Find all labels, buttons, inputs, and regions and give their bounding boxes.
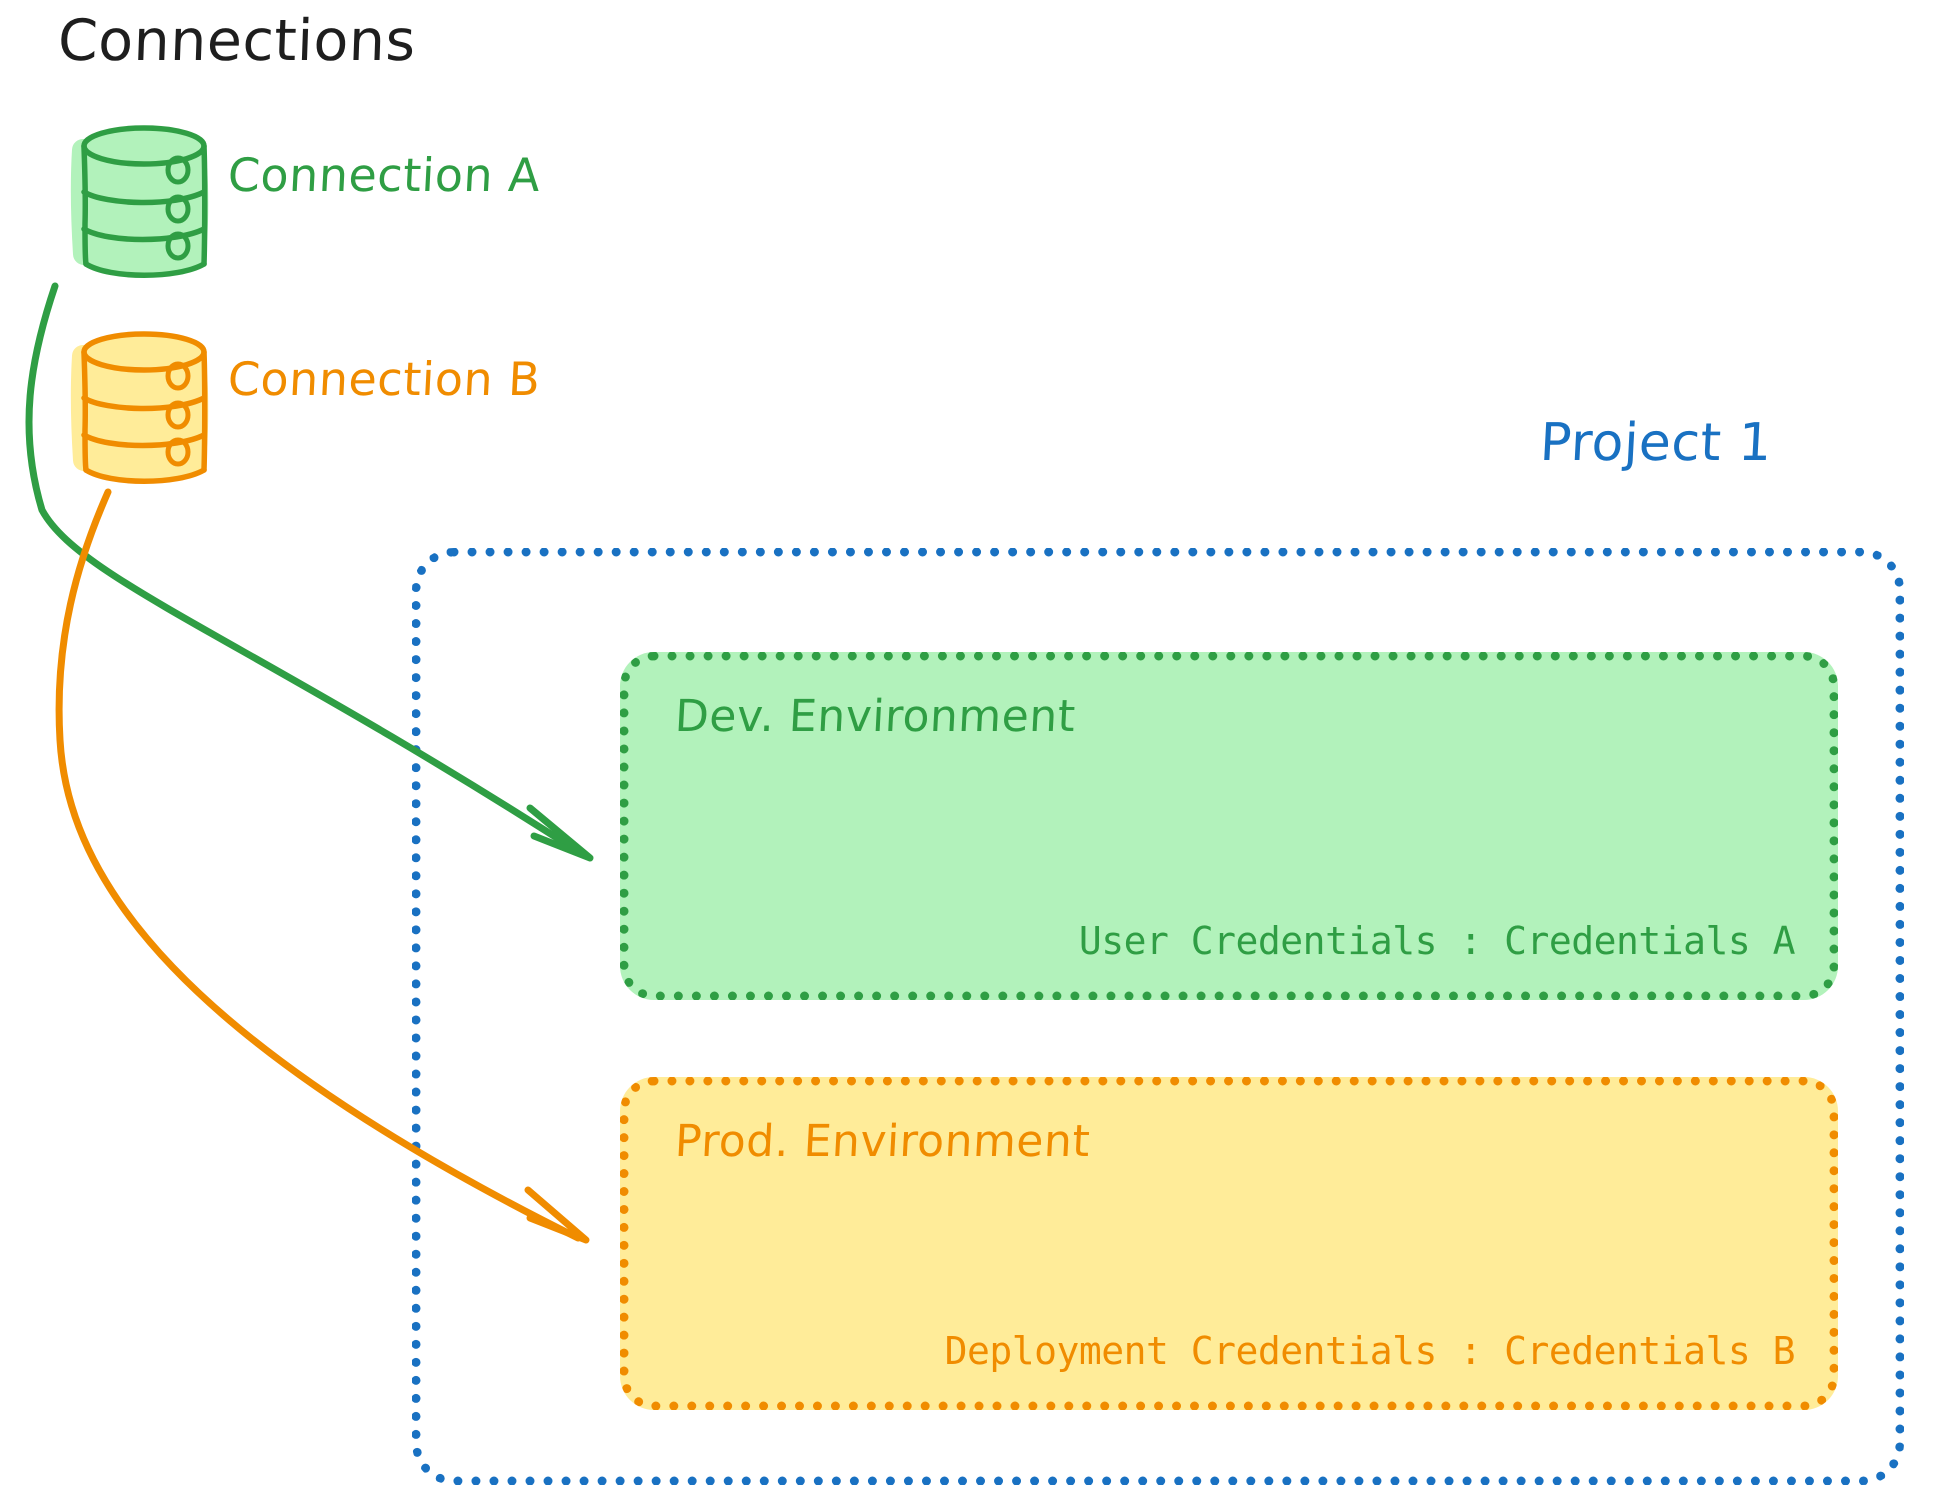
prod-environment-box[interactable]: Prod. Environment Deployment Credentials… — [620, 1077, 1838, 1410]
prod-environment-title: Prod. Environment — [673, 1116, 1092, 1167]
prod-environment-credentials: Deployment Credentials : Credentials B — [944, 1329, 1796, 1373]
dev-environment-title: Dev. Environment — [673, 691, 1077, 742]
connection-a-database-icon — [70, 125, 209, 278]
connection-a-label: Connection A — [226, 148, 542, 202]
dev-environment-box[interactable]: Dev. Environment User Credentials : Cred… — [620, 652, 1838, 1000]
connection-b-label: Connection B — [226, 352, 542, 406]
dev-environment-credentials: User Credentials : Credentials A — [1078, 919, 1796, 963]
project-title: Project 1 — [1538, 413, 1774, 473]
connection-b-database-icon — [70, 331, 209, 484]
page-title: Connections — [56, 8, 417, 74]
